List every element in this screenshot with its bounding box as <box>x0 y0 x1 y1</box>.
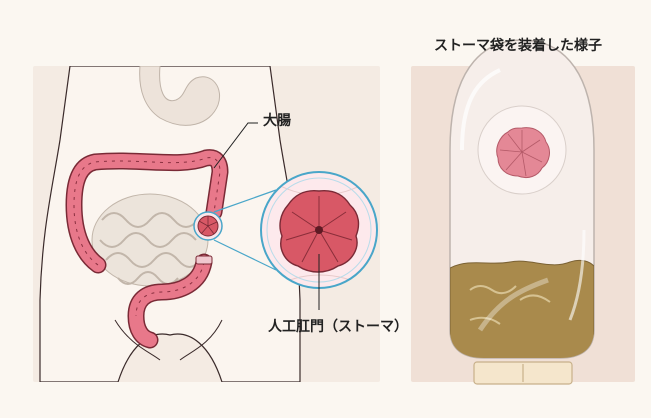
colon-label: 大腸 <box>263 110 291 130</box>
stoma-small <box>194 212 222 240</box>
ostomy-pouch <box>450 40 594 384</box>
pouch-title: ストーマ袋を装着した様子 <box>434 35 602 55</box>
pouch-clamp <box>474 362 572 384</box>
stoma-label: 人工肛門（ストーマ） <box>268 316 408 336</box>
pouch-stoma <box>478 106 566 194</box>
